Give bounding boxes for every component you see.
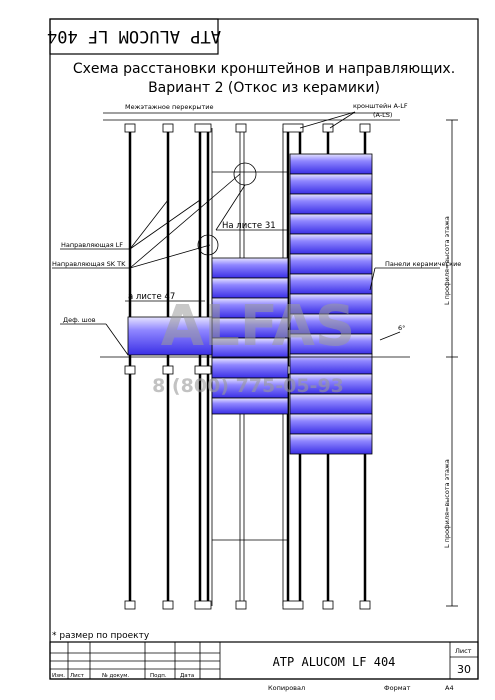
title-line-2: Вариант 2 (Откос из керамики)	[148, 80, 380, 96]
bracket-label-2: (A-LS)	[373, 111, 392, 119]
panels-right	[289, 153, 373, 455]
tb-format-label: Формат	[384, 684, 411, 692]
brackets-bottom	[124, 600, 371, 610]
tb-sheet-label: Лист	[455, 647, 472, 655]
tb-code: ATP ALUCOM LF 404	[273, 655, 396, 669]
tb-header-izm: Изм.	[52, 673, 65, 679]
def-seam-label: Деф. шов	[63, 316, 96, 324]
dimension-label-bottom: L профиля=высота этажа	[443, 459, 451, 548]
tb-header-date: Дата	[180, 673, 194, 679]
tb-sheet-number: 30	[457, 663, 471, 676]
tb-header-sign: Подп.	[150, 673, 167, 679]
dimension-label-top: L профиля=высота этажа	[443, 216, 451, 305]
panels-label: Панели керамические	[385, 260, 461, 268]
rail-lf-label: Направляющая LF	[61, 241, 123, 249]
panels-left	[211, 257, 289, 415]
brackets-top	[124, 123, 371, 133]
sheet47-label: а листе 47	[128, 292, 175, 302]
stamp-code: ATP ALUCOM LF 404	[47, 26, 221, 46]
tb-header-list: Лист	[70, 673, 85, 679]
detail-circle-mid	[197, 234, 219, 256]
slab-label: Межэтажное перекрытие	[125, 103, 214, 111]
angle-label: 6°	[398, 324, 405, 332]
def-seam-band	[127, 316, 213, 356]
title-block: Изм. Лист № докум. Подп. Дата ATP ALUCOM…	[49, 641, 479, 680]
tb-copied: Копировал	[268, 684, 305, 692]
footnote: * размер по проекту	[52, 631, 150, 641]
rail-sk-label: Направляющая SK TK	[52, 260, 126, 268]
leaders	[52, 111, 440, 358]
tb-header-doc: № докум.	[102, 673, 129, 679]
tb-format-value: A4	[445, 684, 454, 692]
sheet31-label: На листе 31	[222, 221, 276, 231]
stamp-box: ATP ALUCOM LF 404	[47, 18, 221, 55]
watermark-phone: 8 (800) 775-05-93	[152, 375, 344, 397]
bracket-label: кронштейн A-LF	[353, 102, 408, 110]
watermark-brand: ALFAS	[161, 294, 356, 359]
title-line-1: Схема расстановки кронштейнов и направля…	[73, 61, 455, 77]
detail-circle-top	[233, 162, 257, 186]
